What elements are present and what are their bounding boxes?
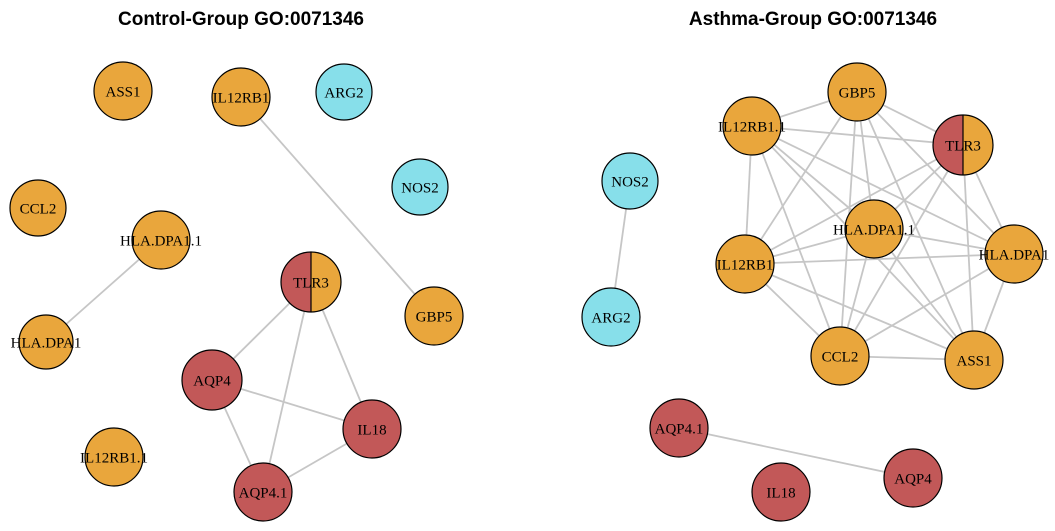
panel-title-asthma: Asthma-Group GO:0071346 bbox=[689, 9, 937, 30]
control-node-hla-dpa1-label: HLA.DPA1 bbox=[11, 335, 82, 351]
asthma-node-ass1-label: ASS1 bbox=[956, 353, 991, 369]
asthma-node-hla-dpa1-1 bbox=[844, 199, 904, 259]
asthma-node-il12rb1-1 bbox=[722, 96, 782, 156]
asthma-node-aqp4-1-label: AQP4.1 bbox=[655, 421, 704, 437]
control-node-tlr3-label: TLR3 bbox=[293, 275, 329, 291]
asthma-node-ccl2-label: CCL2 bbox=[822, 349, 859, 365]
asthma-node-layer: GBP5IL12RB1.1TLR3NOS2HLA.DPA1.1HLA.DPA1I… bbox=[581, 62, 1050, 522]
asthma-node-arg2 bbox=[581, 287, 641, 347]
asthma-node-il18-label: IL18 bbox=[766, 485, 795, 501]
asthma-node-ccl2 bbox=[810, 326, 870, 386]
control-node-il12rb1-1-label: IL12RB1.1 bbox=[80, 450, 148, 466]
control-node-ass1-label: ASS1 bbox=[105, 84, 140, 100]
control-node-arg2-label: ARG2 bbox=[324, 85, 363, 101]
control-node-tlr3 bbox=[280, 251, 342, 313]
asthma-node-nos2-label: NOS2 bbox=[611, 174, 649, 190]
asthma-node-il18 bbox=[751, 462, 811, 522]
control-node-aqp4 bbox=[181, 349, 243, 411]
control-node-nos2 bbox=[391, 158, 449, 216]
asthma-node-gbp5-label: GBP5 bbox=[839, 85, 876, 101]
asthma-node-gbp5 bbox=[827, 62, 887, 122]
asthma-edge-il12rb1-ass1 bbox=[744, 263, 975, 361]
control-node-aqp4-1-label: AQP4.1 bbox=[239, 485, 288, 501]
asthma-node-aqp4-1 bbox=[649, 398, 709, 458]
control-node-nos2-label: NOS2 bbox=[401, 180, 439, 196]
asthma-edge-hla-dpa1-ccl2 bbox=[839, 253, 1015, 357]
control-node-il18 bbox=[342, 399, 402, 459]
asthma-node-il12rb1-label: IL12RB1 bbox=[717, 257, 774, 273]
control-node-layer: ASS1 IL12RB1 ARG2NOS2CCL2HLA.DPA1.1TLR3GBP… bbox=[9, 61, 464, 522]
control-node-tlr3-right-half bbox=[311, 252, 341, 312]
asthma-node-tlr3-right-half bbox=[963, 115, 993, 175]
asthma-node-il12rb1 bbox=[715, 234, 775, 294]
asthma-node-tlr3-label: TLR3 bbox=[945, 138, 981, 154]
asthma-edge-il12rb1-1-tlr3 bbox=[751, 125, 964, 146]
asthma-node-il12rb1-1-label: IL12RB1.1 bbox=[718, 119, 786, 135]
asthma-node-tlr3-left-half bbox=[933, 115, 963, 175]
control-edge-tlr3-aqp4-1 bbox=[262, 281, 312, 493]
control-node-ass1 bbox=[93, 61, 153, 121]
panel-title-control: Control-Group GO:0071346 bbox=[118, 9, 364, 30]
control-node-aqp4-1 bbox=[233, 462, 293, 522]
asthma-edge-tlr3-ccl2 bbox=[839, 144, 964, 357]
control-node-ccl2-label: CCL2 bbox=[20, 201, 57, 217]
control-node-il12rb1-1 bbox=[84, 427, 144, 487]
asthma-edge-tlr3-il12rb1 bbox=[744, 144, 964, 265]
asthma-edge-tlr3-ass1 bbox=[962, 144, 975, 361]
asthma-node-hla-dpa1 bbox=[984, 224, 1044, 284]
control-node-il12rb1-label: IL12RB1 bbox=[213, 90, 270, 106]
asthma-node-aqp4-label: AQP4 bbox=[894, 471, 932, 487]
asthma-edge-gbp5-hla-dpa1 bbox=[856, 91, 1015, 255]
asthma-edge-hla-dpa1-il12rb1 bbox=[744, 253, 1015, 265]
control-node-hla-dpa1 bbox=[18, 314, 74, 370]
control-node-ccl2 bbox=[9, 179, 67, 237]
control-node-hla-dpa1-1-label: HLA.DPA1.1 bbox=[120, 233, 202, 249]
control-edge-il12rb1-gbp5 bbox=[240, 96, 435, 317]
asthma-node-arg2-label: ARG2 bbox=[591, 310, 630, 326]
asthma-edge-il12rb1-1-hla-dpa1 bbox=[751, 125, 1015, 255]
asthma-node-ass1 bbox=[944, 330, 1004, 390]
asthma-node-hla-dpa1-1-label: HLA.DPA1.1 bbox=[833, 222, 915, 238]
control-node-arg2 bbox=[315, 63, 373, 121]
control-node-aqp4-label: AQP4 bbox=[193, 373, 231, 389]
control-node-il18-label: IL18 bbox=[357, 422, 386, 438]
control-node-hla-dpa1-1 bbox=[131, 210, 191, 270]
asthma-node-hla-dpa1-label: HLA.DPA1 bbox=[979, 247, 1050, 263]
control-node-gbp5-label: GBP5 bbox=[416, 309, 453, 325]
asthma-edge-il12rb1-1-ccl2 bbox=[751, 125, 841, 357]
control-node-gbp5 bbox=[404, 286, 464, 346]
asthma-node-aqp4 bbox=[883, 448, 943, 508]
asthma-node-tlr3 bbox=[932, 114, 994, 176]
asthma-edge-aqp4-1-aqp4 bbox=[678, 427, 914, 479]
control-node-il12rb1 bbox=[211, 67, 271, 127]
control-node-tlr3-left-half bbox=[281, 252, 311, 312]
asthma-node-nos2 bbox=[601, 152, 659, 210]
